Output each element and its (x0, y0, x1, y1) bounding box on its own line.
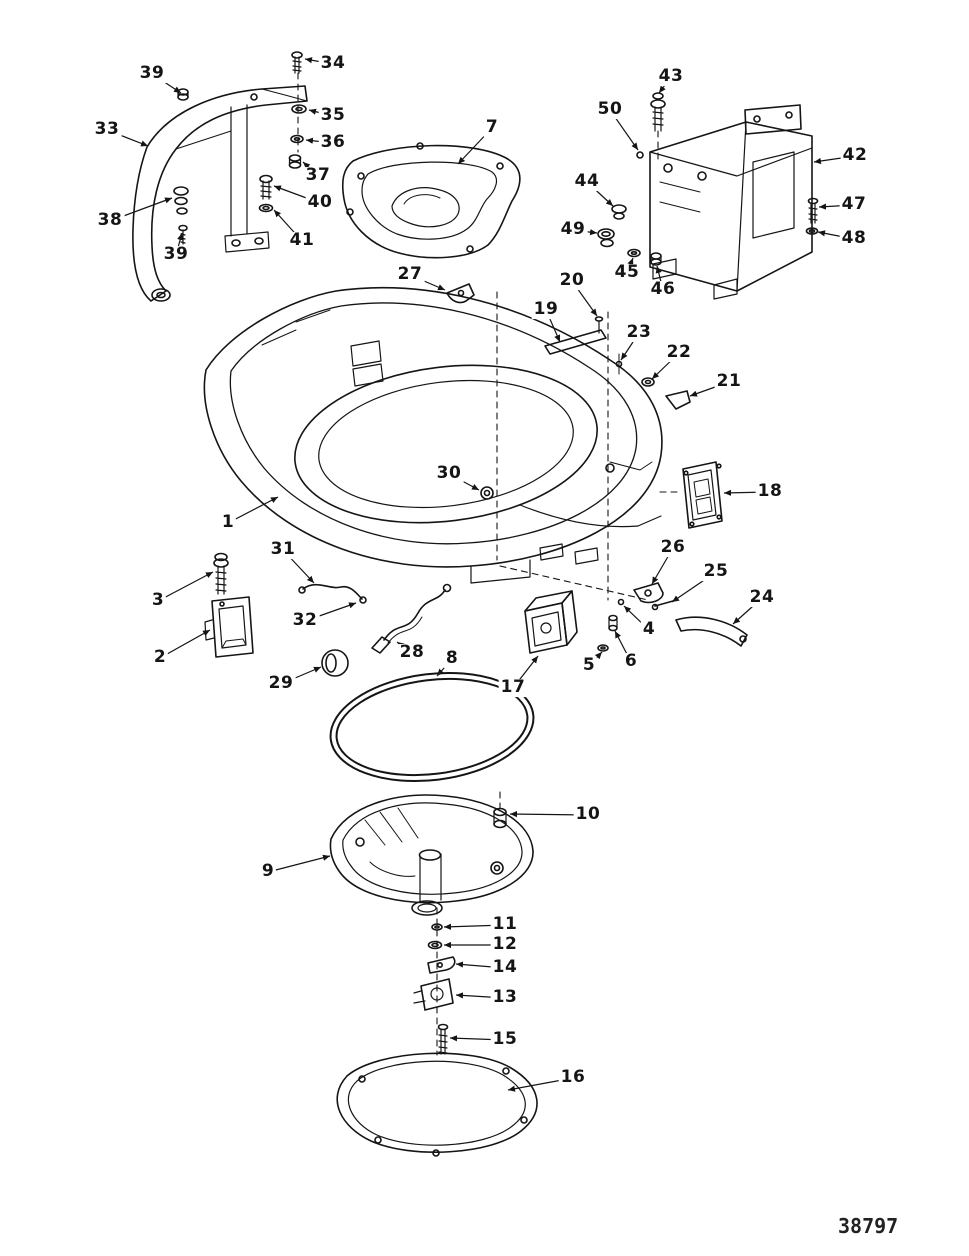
part-20-screw (594, 316, 604, 334)
part-23-pin (615, 353, 623, 375)
part-35-washer (291, 104, 307, 114)
part-26-latch (633, 582, 664, 604)
part-8-oring (329, 671, 535, 783)
part-1-bottom-cowl (203, 286, 663, 584)
part-43-bolt (650, 92, 666, 132)
part-44-washer (611, 204, 627, 220)
part-6-spacer (608, 614, 618, 632)
part-27-clip (446, 283, 475, 304)
part-17-switch (524, 590, 578, 654)
part-36-washer (290, 134, 304, 144)
drawing-number: 38797 (838, 1214, 899, 1238)
part-12-washer (427, 940, 443, 950)
part-4-pin (617, 598, 625, 606)
part-5-washer (597, 644, 609, 652)
part-47-screw (807, 197, 819, 224)
part-29-cap (321, 649, 349, 677)
part-24-lever (675, 616, 748, 647)
part-30-grommet (480, 486, 494, 500)
part-48-washer (805, 227, 819, 235)
part-41-washer (258, 203, 274, 213)
part-45-washer (627, 248, 641, 258)
part-40-screw (259, 174, 273, 200)
part-10-bushing (493, 807, 507, 829)
part-19-strip (544, 329, 607, 355)
part-33-bracket (132, 85, 308, 302)
construction-lines (297, 72, 683, 1056)
part-21-clip (665, 390, 691, 410)
part-7-gasket (341, 142, 521, 259)
part-22-grommet (641, 377, 655, 387)
part-18-latch-plate (682, 461, 723, 529)
part-42-bracket (636, 104, 813, 300)
part-38-grommets (173, 186, 189, 215)
part-34-screw (291, 51, 303, 74)
part-3-screw (213, 552, 229, 595)
part-25-pin (651, 600, 674, 611)
part-49-grommet (597, 228, 615, 248)
part-28-cable (371, 583, 452, 654)
part-31-link (298, 583, 367, 604)
part-9-support-plate (329, 794, 534, 916)
part-14-clamp-half (427, 956, 456, 974)
part-37-nut (288, 154, 302, 169)
part-16-gasket (336, 1052, 538, 1157)
part-46-nut (650, 252, 662, 266)
part-15-screw (437, 1023, 449, 1055)
